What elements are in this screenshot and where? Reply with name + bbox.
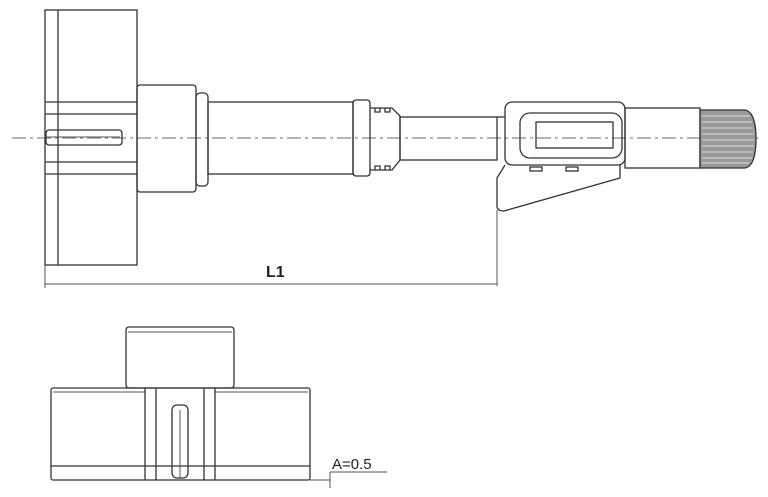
button-left[interactable] bbox=[529, 166, 543, 172]
shaft-ring bbox=[352, 99, 371, 177]
end-view-collar bbox=[125, 326, 235, 389]
dimension-l1: L1 bbox=[44, 210, 498, 288]
collar-ring bbox=[195, 92, 209, 187]
clearance-label: A=0.5 bbox=[332, 456, 372, 473]
button-right[interactable] bbox=[565, 166, 579, 172]
ratchet-knob-knurled[interactable] bbox=[699, 109, 757, 169]
clearance-callout: A=0.5 bbox=[310, 456, 387, 488]
lcd-display bbox=[535, 121, 614, 149]
measuring-head bbox=[44, 9, 138, 266]
digital-body bbox=[496, 101, 626, 212]
grooved-neck bbox=[370, 107, 401, 171]
end-view-base bbox=[50, 387, 311, 481]
dimension-label-l1: L1 bbox=[266, 264, 285, 281]
side-view: L1 bbox=[12, 9, 762, 288]
end-view: A=0.5 bbox=[50, 326, 387, 488]
display-bezel bbox=[519, 112, 623, 159]
extension-rod bbox=[399, 116, 498, 161]
